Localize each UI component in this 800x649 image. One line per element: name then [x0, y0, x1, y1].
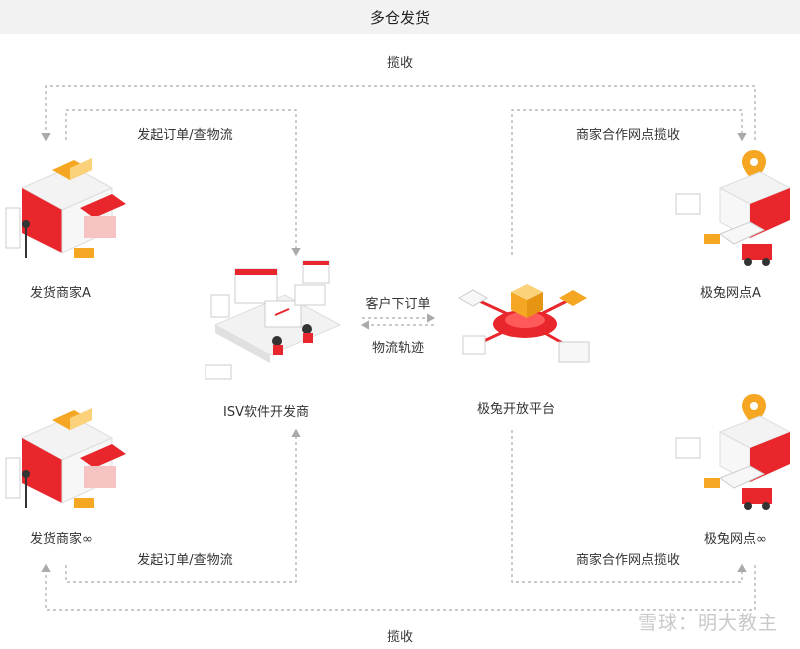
order-query-bottom-line [65, 428, 301, 583]
partner-pickup-top-label: 商家合作网点揽收 [575, 128, 681, 143]
warehouse-icon [5, 158, 126, 258]
customer-order-label: 客户下订单 [365, 297, 431, 312]
developer-workstation-icon [204, 260, 342, 380]
logistics-track-label: 物流轨迹 [371, 341, 425, 356]
order-query-bottom-label: 发起订单/查物流 [137, 553, 233, 568]
order-query-top-label: 发起订单/查物流 [137, 128, 233, 143]
watermark: 雪球：明大教主 [637, 612, 778, 634]
merchant-inf-node: 发货商家∞ [2, 398, 132, 547]
order-query-top-line [65, 109, 301, 257]
outlet-inf-node: 极兔网点∞ [670, 392, 798, 547]
page-title: 多仓发货 [0, 0, 800, 34]
merchant-a-node: 发货商家A [2, 148, 132, 301]
isv-node: ISV软件开发商 [204, 255, 345, 420]
merchant-a-label: 发货商家A [30, 286, 91, 301]
merchant-inf-label: 发货商家∞ [30, 532, 93, 547]
outlet-a-label: 极兔网点A [700, 286, 761, 301]
platform-hub-icon [457, 284, 590, 363]
outlet-truck-icon [675, 394, 792, 510]
warehouse-icon [5, 408, 126, 508]
top-pickup-label: 揽收 [386, 56, 414, 71]
outlet-a-node: 极兔网点A [670, 148, 798, 301]
partner-pickup-bottom-label: 商家合作网点揽收 [575, 553, 681, 568]
platform-node: 极兔开放平台 [455, 262, 595, 417]
isv-label: ISV软件开发商 [223, 405, 309, 420]
partner-pickup-top-line [511, 109, 747, 255]
partner-pickup-bottom-line [511, 430, 747, 583]
bottom-pickup-line [41, 563, 756, 611]
platform-label: 极兔开放平台 [477, 402, 556, 417]
outlet-inf-label: 极兔网点∞ [704, 532, 767, 547]
top-pickup-line [41, 85, 756, 142]
outlet-truck-icon [675, 150, 792, 266]
bottom-pickup-label: 揽收 [386, 630, 414, 645]
